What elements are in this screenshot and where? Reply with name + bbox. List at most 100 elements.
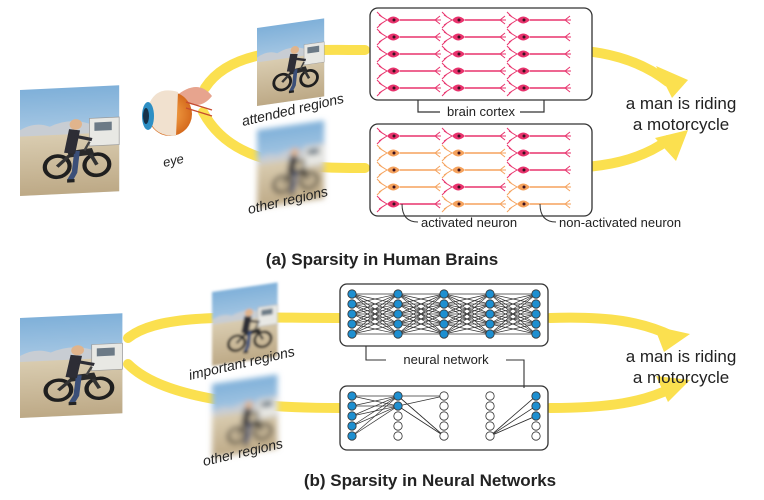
neuron-dendrites <box>376 144 388 162</box>
neuron-nucleus <box>392 202 396 206</box>
neuron <box>506 45 571 63</box>
network-node-active <box>347 299 357 309</box>
cortex-neurons-top <box>376 11 571 97</box>
network-node-inactive <box>485 431 495 441</box>
neuron-terminals <box>499 49 506 59</box>
neuron-nucleus <box>522 18 526 22</box>
network-node-inactive <box>393 411 403 421</box>
network-edge <box>397 293 445 335</box>
output-caption-a-line1: a man is riding <box>626 94 737 113</box>
neural-network-label: neural network <box>403 352 489 367</box>
network-node-active <box>393 319 403 329</box>
neuron-dendrites <box>376 11 388 29</box>
network-edge <box>351 303 399 335</box>
network-edge <box>351 395 399 417</box>
network-node-inactive <box>439 421 449 431</box>
eye-label: eye <box>162 151 186 170</box>
network-edge <box>397 405 445 437</box>
neuron <box>441 62 506 80</box>
network-node-active <box>531 299 541 309</box>
neuron <box>506 144 571 162</box>
network-node-active <box>347 319 357 329</box>
neuron-dendrites <box>506 127 518 145</box>
neuron <box>376 11 441 29</box>
neuron <box>376 62 441 80</box>
neuron-dendrites <box>376 161 388 179</box>
neuron-terminals <box>499 199 506 209</box>
neuron-dendrites <box>441 45 453 63</box>
neuron-terminals <box>434 66 441 76</box>
network-node-active <box>393 289 403 299</box>
neuron-terminals <box>499 182 506 192</box>
neuron-nucleus <box>392 35 396 39</box>
neuron-terminals <box>434 131 441 141</box>
neuron-terminals <box>564 66 571 76</box>
network-edge <box>443 293 491 305</box>
network-node-inactive <box>485 401 495 411</box>
network-edge <box>489 323 537 335</box>
neuron-dendrites <box>441 28 453 46</box>
network-edge <box>443 303 491 335</box>
neuron-terminals <box>564 199 571 209</box>
output-caption-b-line1: a man is riding <box>626 347 737 366</box>
neuron <box>441 28 506 46</box>
network-edge <box>443 313 491 335</box>
neuron-dendrites <box>441 127 453 145</box>
neuron-nucleus <box>392 18 396 22</box>
neuron-nucleus <box>457 168 461 172</box>
neuron <box>376 28 441 46</box>
eye-icon <box>142 87 213 136</box>
neuron-terminals <box>434 15 441 25</box>
network-edge <box>397 303 445 335</box>
neuron-terminals <box>499 15 506 25</box>
neuron-nucleus <box>522 69 526 73</box>
panel-b-caption: (b) Sparsity in Neural Networks <box>304 471 556 490</box>
network-edge <box>397 395 445 437</box>
neuron-terminals <box>564 49 571 59</box>
network-node-active <box>531 329 541 339</box>
network-node-inactive <box>393 431 403 441</box>
neuron-terminals <box>434 49 441 59</box>
neuron-terminals <box>564 148 571 158</box>
network-edge <box>397 313 445 335</box>
network-edges <box>351 395 445 437</box>
network-sparse <box>347 391 541 441</box>
network-node-active <box>439 299 449 309</box>
neuron-terminals <box>564 182 571 192</box>
neuron-dendrites <box>376 195 388 213</box>
neuron-nucleus <box>457 69 461 73</box>
network-node-active <box>347 411 357 421</box>
neuron-nucleus <box>392 52 396 56</box>
arrowhead-b-bottom <box>656 376 690 402</box>
neuron-dendrites <box>441 178 453 196</box>
network-edges <box>351 293 537 335</box>
network-bracket <box>365 346 525 388</box>
neuron <box>441 178 506 196</box>
network-edge <box>351 395 399 427</box>
neuron-dendrites <box>441 79 453 97</box>
network-node-active <box>347 289 357 299</box>
network-node-active <box>531 319 541 329</box>
network-node-active <box>393 309 403 319</box>
network-edge <box>351 405 399 437</box>
network-edge <box>351 395 399 407</box>
network-node-active <box>439 329 449 339</box>
neuron <box>376 127 441 145</box>
network-edge <box>351 293 399 325</box>
neuron-terminals <box>499 148 506 158</box>
neuron-terminals <box>499 131 506 141</box>
neuron <box>506 28 571 46</box>
attended-region-photo <box>257 18 324 106</box>
network-edge <box>443 293 491 315</box>
neuron-nucleus <box>457 185 461 189</box>
neuron-nucleus <box>457 134 461 138</box>
network-edge <box>489 415 537 437</box>
network-node-active <box>485 329 495 339</box>
neuron-terminals <box>434 199 441 209</box>
neuron-terminals <box>564 131 571 141</box>
neuron <box>441 11 506 29</box>
network-node-active <box>531 411 541 421</box>
neuron-nucleus <box>457 52 461 56</box>
network-node-active <box>393 299 403 309</box>
cortex-bracket <box>417 100 545 113</box>
